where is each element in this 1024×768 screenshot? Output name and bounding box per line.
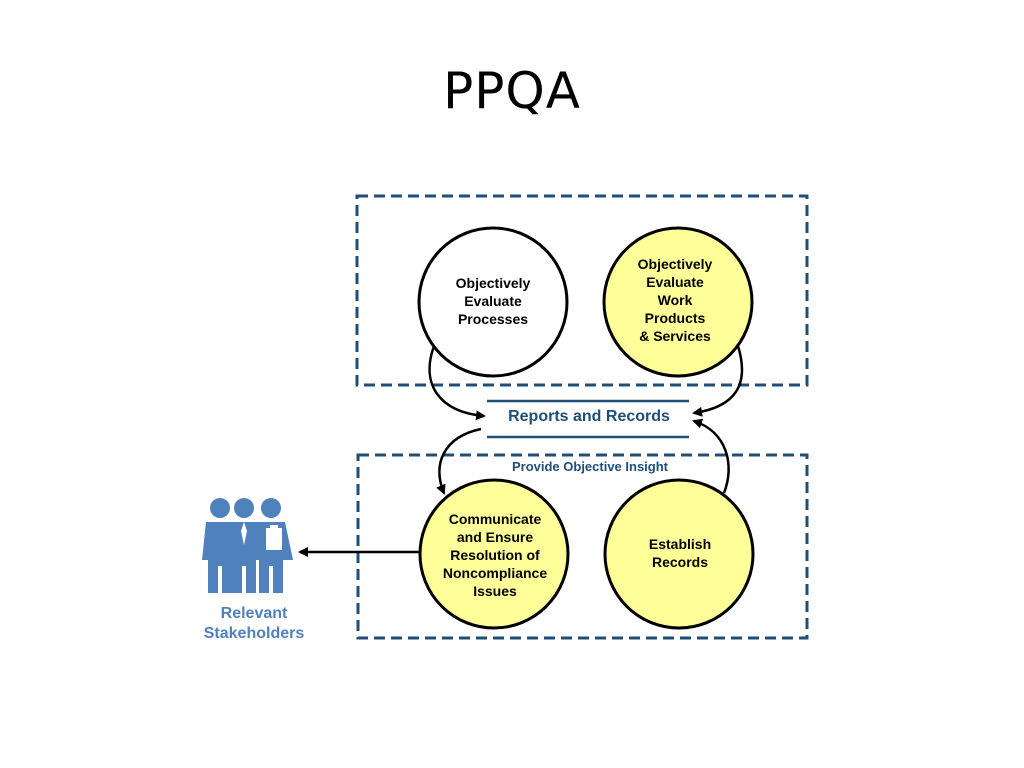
arrow-processes-to-reports xyxy=(428,345,486,421)
bottom-group-box xyxy=(356,453,809,640)
communicate-ensure-circle xyxy=(418,478,570,630)
evaluate-work-products-label: Objectively Evaluate Work Products & Ser… xyxy=(637,256,713,344)
relevant-stakeholders-label: Relevant Stakeholders xyxy=(203,605,305,642)
top-group-box xyxy=(355,194,809,387)
arrow-establish-to-reports xyxy=(692,418,730,494)
establish-records-label: Establish Records xyxy=(648,536,712,570)
provide-objective-insight-label: Provide Objective Insight xyxy=(511,459,669,474)
evaluate-work-products-circle xyxy=(602,226,754,378)
slide-title: PPQA xyxy=(443,62,581,120)
establish-records-circle xyxy=(603,478,755,630)
stakeholders-icon xyxy=(202,498,293,593)
evaluate-processes-circle xyxy=(417,226,569,378)
arrow-workproducts-to-reports xyxy=(692,345,744,417)
communicate-ensure-label: Communicate and Ensure Resolution of Non… xyxy=(442,511,548,599)
reports-and-records-label: Reports and Records xyxy=(508,408,670,425)
arrow-reports-to-communicate xyxy=(436,427,482,495)
evaluate-processes-label: Objectively Evaluate Processes xyxy=(455,275,531,327)
